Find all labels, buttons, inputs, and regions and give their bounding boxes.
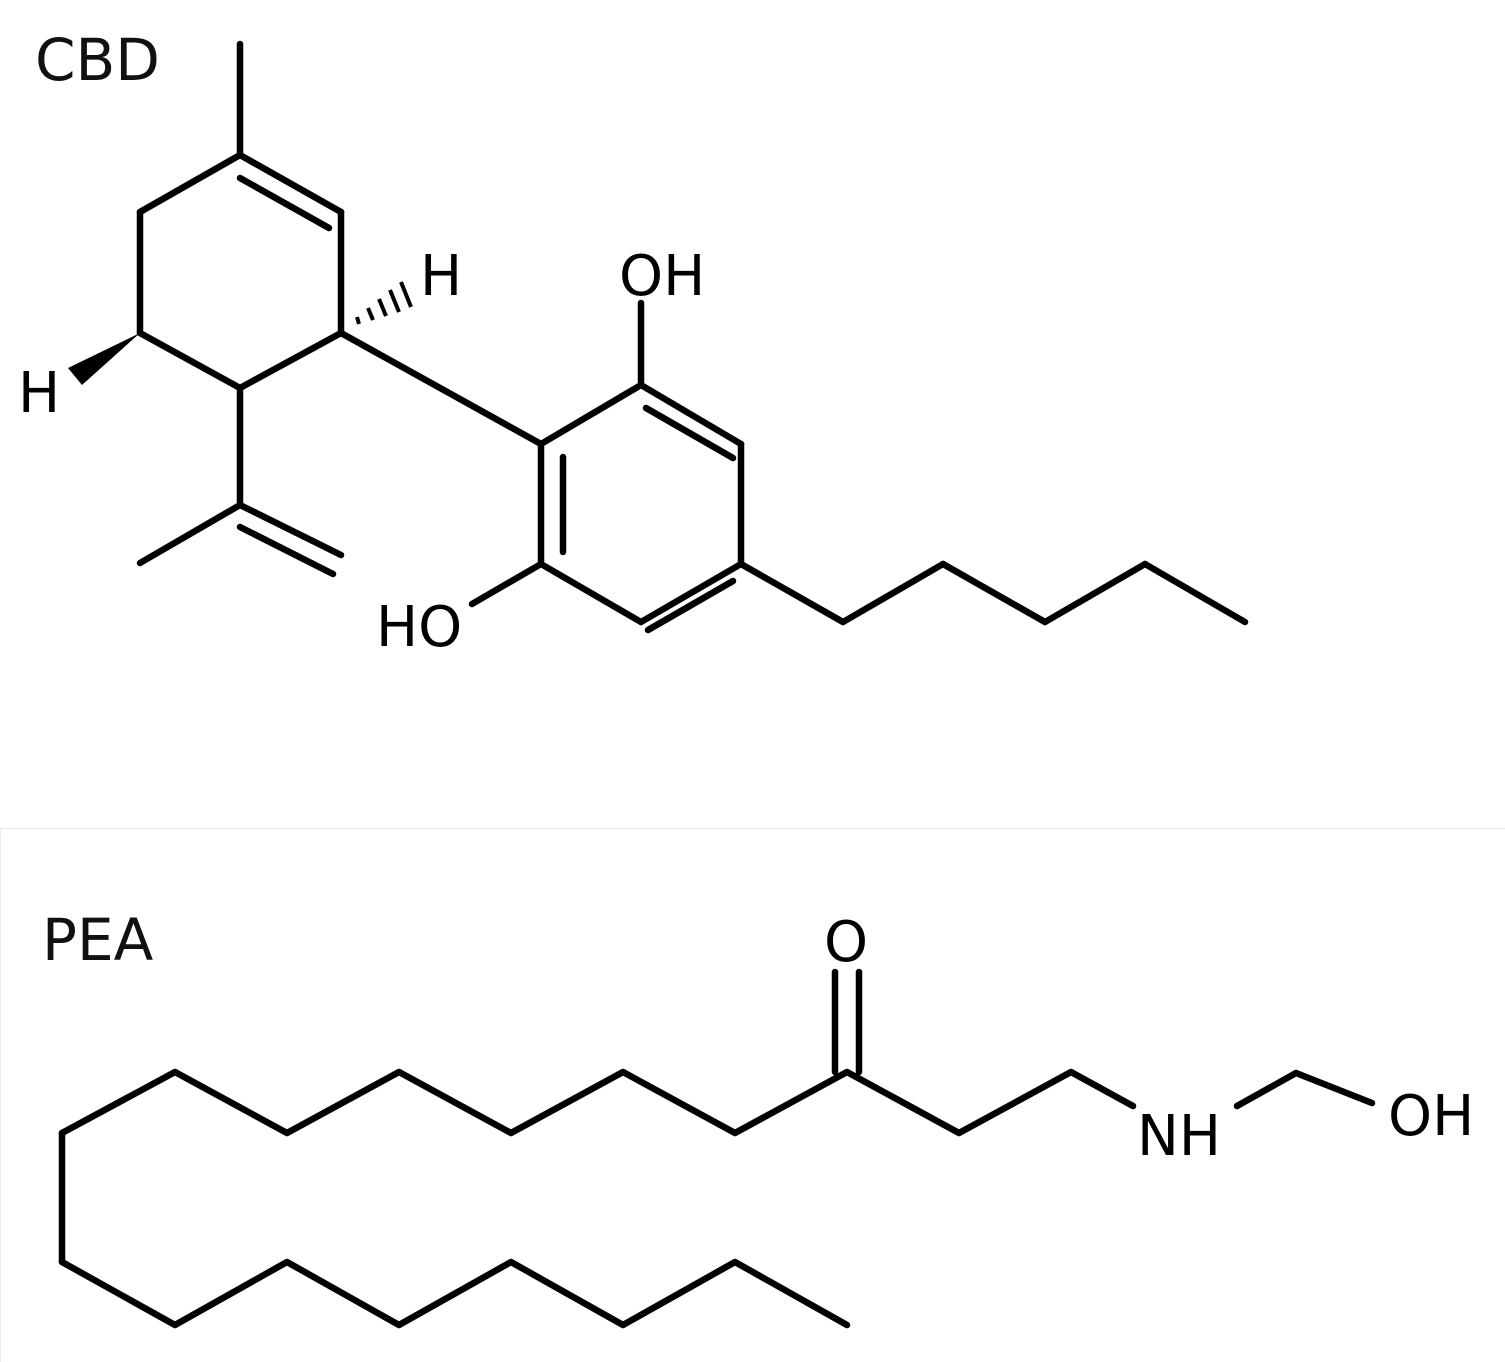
pea-label: PEA: [42, 906, 154, 974]
bond: [637, 560, 745, 626]
atom-oxygen: O: [824, 910, 868, 975]
cbd-bonds: [136, 40, 1249, 634]
double-bond-inner: [236, 523, 337, 578]
bond: [1233, 1069, 1300, 1110]
atom-nh: NH: [1137, 1104, 1221, 1169]
bond: [136, 151, 244, 216]
hash-line: [399, 281, 413, 308]
cbd-label: CBD: [35, 26, 160, 94]
pea-structure: PEA O NH OH: [42, 906, 1474, 1329]
atom-oh: OH: [1388, 1084, 1474, 1149]
double-bond-inner: [642, 404, 737, 462]
pea-bonds: [58, 968, 1376, 1329]
solid-wedge-bond: [68, 333, 140, 385]
atom-h-left: H: [18, 361, 60, 426]
bond: [839, 560, 947, 626]
bond: [136, 329, 244, 392]
bond: [236, 501, 345, 559]
bond: [236, 151, 345, 216]
bond: [1041, 560, 1149, 626]
cbd-panel: [0, 0, 1505, 800]
hash-line: [366, 307, 375, 321]
bond: [939, 560, 1049, 626]
atom-ho-bottom: HO: [376, 595, 462, 660]
hash-line: [388, 289, 401, 313]
bond: [537, 560, 645, 626]
bond: [468, 560, 545, 608]
bond: [1141, 560, 1249, 626]
double-bond-inner: [644, 577, 737, 634]
double-bond-inner: [236, 174, 333, 232]
bond: [337, 329, 545, 448]
bond: [236, 329, 345, 392]
carbon-chain-lower: [58, 1258, 851, 1329]
bond: [637, 381, 745, 448]
hashed-wedge-bond: [355, 281, 413, 325]
bond: [1292, 1069, 1376, 1107]
atom-oh-top: OH: [619, 244, 705, 309]
hash-line: [355, 316, 361, 325]
bond: [737, 560, 847, 626]
cbd-structure: CBD: [18, 26, 1249, 660]
bond: [537, 381, 645, 448]
bond: [136, 501, 244, 567]
atom-h-right: H: [420, 244, 462, 309]
hash-line: [377, 298, 388, 317]
carbon-chain-upper: [58, 1068, 1137, 1137]
